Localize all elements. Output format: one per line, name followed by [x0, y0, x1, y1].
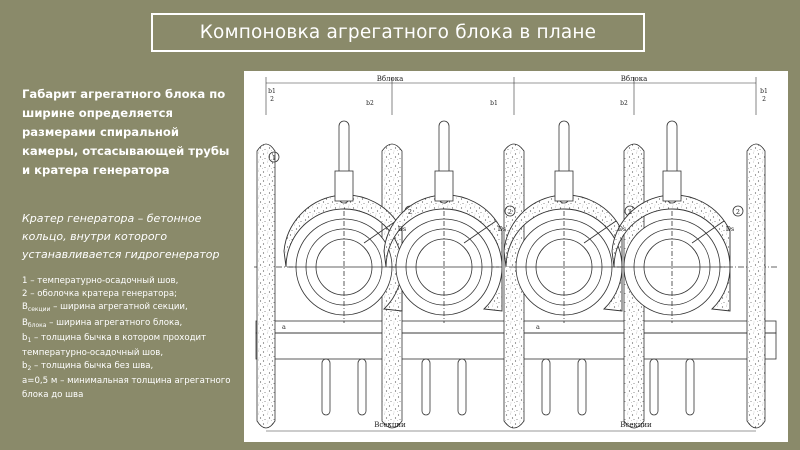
- legend: 1 – температурно-осадочный шов, 2 – обол…: [22, 275, 234, 402]
- legend-line-4: Bблока – ширина агрегатного блока,: [22, 317, 183, 329]
- mark-2-circle: [504, 205, 516, 217]
- slide-title-text: Компоновка агрегатного блока в плане: [199, 22, 597, 43]
- dim-section-label-1: Bсекции: [374, 421, 406, 429]
- a-label-2: a: [536, 323, 540, 331]
- stem-block: [554, 170, 574, 202]
- unit-1: [283, 120, 416, 416]
- b1-label-1: b1: [268, 88, 276, 95]
- b2-label-1: b2: [366, 100, 374, 107]
- stem-lower-left: [421, 358, 431, 416]
- ds-label: Ds: [726, 225, 735, 233]
- mark-2-label: 2: [508, 208, 512, 216]
- ds-label: Ds: [618, 225, 627, 233]
- slide-title: Компоновка агрегатного блока в плане: [151, 13, 645, 52]
- mark-1-label: 1: [272, 154, 276, 162]
- stem-lower-right: [577, 358, 587, 416]
- legend-line-6: b2 – толщина бычка без шва,: [22, 361, 154, 373]
- legend-line-1: 1 – температурно-осадочный шов,: [22, 276, 179, 286]
- stem-lower-right: [685, 358, 695, 416]
- b2-label-2: b2: [620, 100, 628, 107]
- stem-lower-left: [541, 358, 551, 416]
- mark-2-circle: [732, 205, 744, 217]
- ds-label: Ds: [398, 225, 407, 233]
- spiral-case: [503, 194, 623, 312]
- legend-line-3: Bсекции – ширина агрегатной секции,: [22, 302, 188, 314]
- ds-label: Ds: [498, 225, 507, 233]
- mark-2-label: 2: [736, 208, 740, 216]
- half-label-1: 2: [270, 96, 274, 103]
- unit-4: [611, 120, 744, 416]
- spiral-case: [283, 194, 403, 312]
- b1-label-3: b1: [760, 88, 768, 95]
- b1-label-2: b1: [490, 100, 498, 107]
- half-label-2: 2: [762, 96, 766, 103]
- stem-lower-left: [321, 358, 331, 416]
- ds-leader: [691, 220, 725, 244]
- stem-lower-left: [649, 358, 659, 416]
- dim-block-label-2: Bблока: [621, 75, 648, 83]
- dim-section-label-2: Bсекции: [620, 421, 652, 429]
- stem-lower-right: [357, 358, 367, 416]
- stem-lower-right: [457, 358, 467, 416]
- unit-2: [383, 120, 516, 416]
- ds-leader: [363, 220, 397, 244]
- legend-line-5: b1 – толщина бычка в котором проходит те…: [22, 332, 207, 359]
- pier-5: [746, 143, 766, 429]
- unit-3: [503, 120, 636, 416]
- mark-2-label: 2: [408, 208, 412, 216]
- ds-leader: [583, 220, 617, 244]
- stem-block: [662, 170, 682, 202]
- mark-1-circle: [268, 151, 280, 163]
- pier-1: [256, 143, 276, 429]
- legend-line-2: 2 – оболочка кратера генератора;: [22, 289, 178, 300]
- stem-block: [434, 170, 454, 202]
- a-label-1: a: [282, 323, 286, 331]
- spiral-case: [383, 194, 503, 312]
- legend-line-7: a=0,5 м – минимальная толщина агрегатног…: [22, 376, 231, 400]
- stem-block: [334, 170, 354, 202]
- italic-paragraph: Кратер генератора – бетонное кольцо, вну…: [22, 212, 220, 261]
- dim-block-label-1: Bблока: [377, 75, 404, 83]
- main-paragraph: Габарит агрегатного блока по ширине опре…: [22, 87, 230, 177]
- pier-3: [503, 143, 525, 429]
- mark-2-label: 2: [628, 208, 632, 216]
- ds-leader: [463, 220, 497, 244]
- spiral-case: [611, 194, 731, 312]
